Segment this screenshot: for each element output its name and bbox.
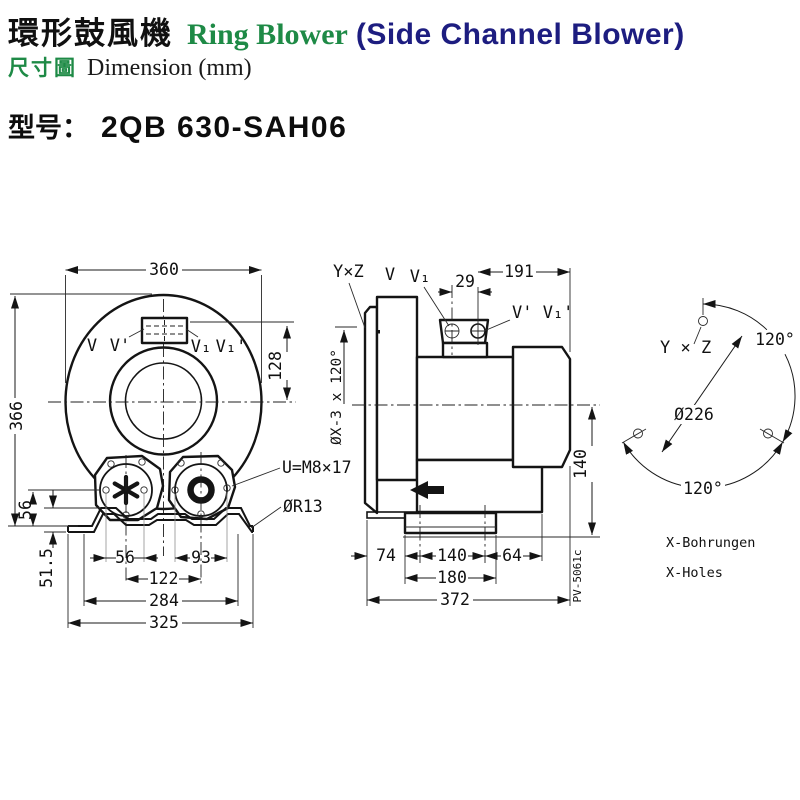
mounting-bracket bbox=[67, 507, 254, 533]
dim-foot-hole-span-side: 140 bbox=[437, 546, 467, 565]
label-yz-detail: Y × Z bbox=[660, 338, 711, 358]
motor-block bbox=[511, 345, 572, 469]
title-english: Ring Blower bbox=[187, 18, 348, 51]
dim-front-width: 360 bbox=[149, 260, 179, 279]
dim-base-width: 325 bbox=[149, 613, 179, 632]
dim-port-center-height: 56 bbox=[16, 500, 35, 520]
dim-motor-length: 191 bbox=[504, 262, 534, 281]
label-foot-radius: ØR13 bbox=[283, 497, 323, 516]
dim-terminal-hole-gap: 29 bbox=[455, 272, 475, 291]
dim-right-bolt-span: 93 bbox=[191, 548, 211, 567]
model-label: 型号： bbox=[8, 113, 89, 144]
label-port-v1: V₁ bbox=[191, 337, 211, 357]
dim-base-height: 51.5 bbox=[37, 548, 56, 588]
main-body bbox=[415, 355, 515, 462]
flange-bolt-holes bbox=[102, 458, 231, 519]
caption-holes-english: X-Holes bbox=[666, 565, 723, 581]
label-v-primes-side: V' V₁' bbox=[512, 303, 573, 323]
model-number: 2QB 630-SAH06 bbox=[101, 111, 348, 144]
dim-overall-length: 372 bbox=[440, 590, 470, 609]
dim-inlet-drop: 128 bbox=[266, 351, 285, 381]
label-port-v-prime: V' bbox=[110, 336, 130, 356]
label-port-v1-prime: V₁' bbox=[216, 337, 247, 357]
dim-rear-offset: 64 bbox=[502, 546, 522, 565]
label-flange-holes: ØX-3 x 120° bbox=[329, 349, 345, 445]
label-v-side: V bbox=[385, 265, 395, 285]
subtitle-english: Dimension (mm) bbox=[87, 55, 252, 81]
flow-direction-arrow-icon bbox=[410, 481, 444, 499]
dim-foot-hole-span: 284 bbox=[149, 591, 179, 610]
dim-pitch-diameter: Ø226 bbox=[674, 405, 714, 424]
dim-angle-bottom: 120° bbox=[683, 479, 723, 498]
label-bolt-spec: U=M8×17 bbox=[282, 458, 352, 477]
foot-plate bbox=[403, 511, 498, 535]
subtitle-chinese: 尺寸圖 bbox=[8, 56, 77, 80]
dim-angle-right: 120° bbox=[755, 330, 795, 349]
page-title: 環形鼓風機 Ring Blower(Side Channel Blower) bbox=[8, 8, 685, 53]
subtitle: 尺寸圖 Dimension (mm) bbox=[8, 52, 252, 82]
terminal-box-neck bbox=[441, 341, 489, 359]
inlet-flange-plate bbox=[363, 305, 379, 515]
model-line: 型号： 2QB 630-SAH06 bbox=[8, 106, 347, 145]
dim-front-offset: 74 bbox=[376, 546, 396, 565]
dim-port-spacing: 122 bbox=[149, 569, 179, 588]
title-parenthetical: (Side Channel Blower) bbox=[355, 18, 685, 51]
flange-hole-mark bbox=[376, 330, 380, 334]
dim-foot-length: 180 bbox=[437, 568, 467, 587]
dim-front-height: 366 bbox=[7, 401, 26, 431]
housing-cover bbox=[375, 295, 419, 482]
front-view: 360 366 128 56 51.5 56 93 bbox=[7, 260, 352, 632]
label-v1-side: V₁ bbox=[410, 267, 430, 287]
label-port-v: V bbox=[87, 336, 97, 356]
title-chinese: 環形鼓風機 bbox=[8, 16, 173, 52]
dim-base-drop: 140 bbox=[571, 449, 590, 479]
drawing-code: PV-5061c bbox=[571, 550, 584, 603]
label-yz-side: Y×Z bbox=[333, 262, 364, 282]
caption-holes-german: X-Bohrungen bbox=[666, 535, 755, 551]
side-view: ØX-3 x 120° 29 191 140 74 bbox=[329, 262, 600, 609]
dim-left-bolt-span: 56 bbox=[115, 548, 135, 567]
bolt-circle-detail: Ø226 120° 120° Y × Z X-Bohrungen X-Holes bbox=[621, 298, 797, 581]
bolt-holes bbox=[633, 316, 773, 439]
